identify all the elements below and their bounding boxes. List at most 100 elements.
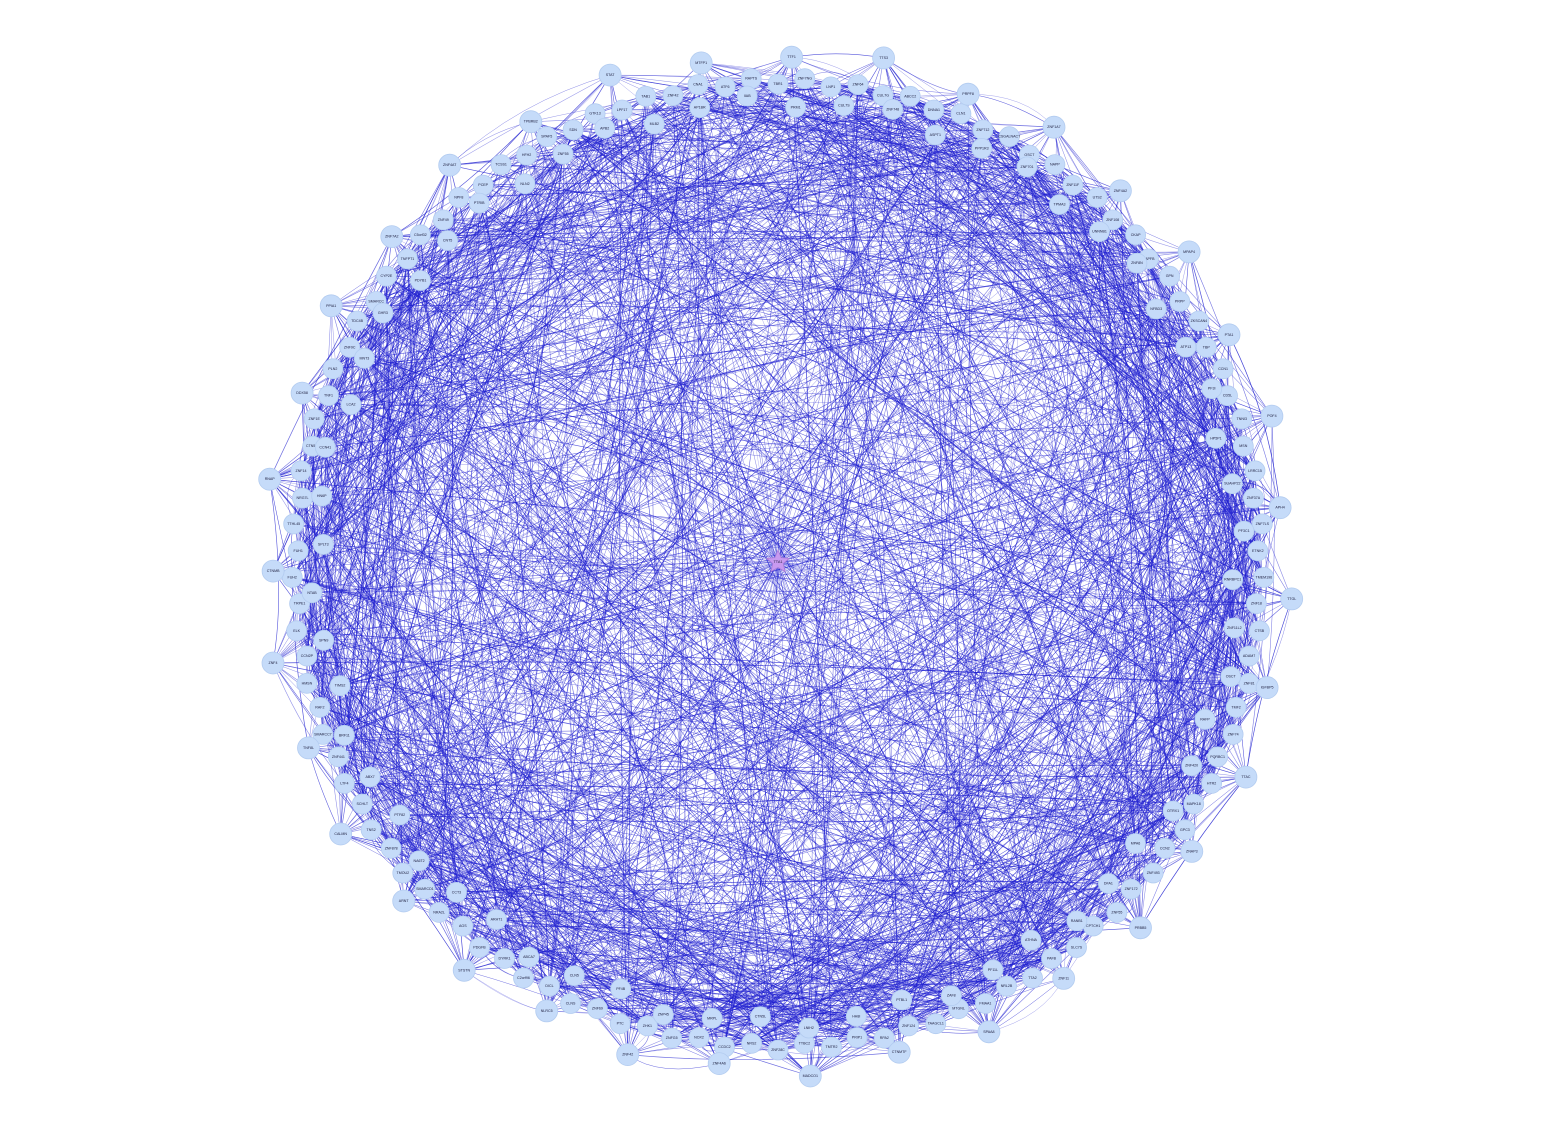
node[interactable]: CKAP [1125,224,1146,246]
node[interactable]: PCEP [472,174,494,196]
node[interactable]: ZNF748 [882,98,904,120]
node[interactable]: LCA2 [340,394,362,416]
node[interactable]: MNT3 [353,347,375,369]
node[interactable]: TNF1 [318,385,339,407]
node[interactable]: TBP [1195,336,1217,358]
node[interactable]: ZNF74 [1222,724,1244,745]
node[interactable]: ZNF42 [616,1043,640,1066]
node[interactable]: RAFP [1194,708,1216,730]
node[interactable]: PAFB [1041,948,1062,969]
node[interactable]: PQRBC1 [1207,746,1228,768]
node[interactable]: HTR2 [1201,773,1222,794]
node[interactable]: MSN [1232,435,1254,457]
node[interactable]: NAPP [1044,154,1066,176]
node[interactable]: DNNA1 [923,99,945,121]
node[interactable]: FMAA1 [975,993,996,1014]
node[interactable]: SCHLT [351,793,373,815]
node[interactable]: CTN5L [750,1006,771,1028]
node[interactable]: NPF8 [448,187,470,208]
node[interactable]: ZNF8N [1126,252,1148,274]
node[interactable]: CNT5 [437,230,459,251]
node[interactable]: NRL2B [996,975,1017,997]
node[interactable]: NRS2 [741,1032,762,1054]
node[interactable]: PRPF8 [956,82,980,106]
node[interactable]: ZNF49 [432,209,454,231]
node[interactable]: AP1BR [689,97,711,119]
node[interactable]: BRF11 [333,724,355,746]
node[interactable]: IIAB [736,85,758,107]
node[interactable]: TMOU2 [392,862,414,884]
node[interactable]: TTHL45 [283,513,305,535]
node[interactable]: CLNS [560,993,581,1014]
node[interactable]: CALMN [329,822,353,846]
node[interactable]: NA6T2 [408,850,430,872]
node[interactable]: TNS2 [360,819,382,841]
node[interactable]: PPP1R3 [971,137,993,159]
node[interactable]: ABX7 [359,766,381,788]
node[interactable]: DYRK1 [494,948,515,969]
node[interactable]: ZNF11 [1052,967,1076,990]
node[interactable]: HFH2 [516,144,537,166]
node[interactable]: GPC3 [1174,819,1196,841]
node[interactable]: ZNF4A6 [707,1052,731,1075]
node[interactable]: NFBD3 [1145,298,1167,320]
node[interactable]: SMARCD1 [414,878,436,900]
node[interactable]: LNIH2 [798,1017,820,1039]
node[interactable]: CCT3 [446,882,467,903]
node[interactable]: NOX2 [688,1027,710,1048]
node[interactable]: RNAP [258,467,282,491]
node[interactable]: ABCA7 [518,946,540,968]
node[interactable]: TNFPT1 [397,248,418,270]
node[interactable]: ZNF7A2 [380,225,404,249]
node[interactable]: TTF1 [780,45,803,69]
node[interactable]: ZNF18 [1246,593,1267,614]
node[interactable]: GHR3 [372,302,394,324]
node[interactable]: ZNF7NG [794,68,816,90]
node[interactable]: PTRIB [468,192,490,214]
node[interactable]: IGFBP5 [1255,676,1279,699]
hub-node[interactable]: TTA1 [765,548,791,573]
node[interactable]: ZNF493 [1142,862,1164,884]
node[interactable]: NRG7L [292,487,313,509]
node[interactable]: ZNF14 [290,460,312,482]
node[interactable]: ZNF124 [898,1015,919,1037]
node[interactable]: MTFP1 [689,51,713,75]
node[interactable]: NTAB [301,582,323,604]
node[interactable]: TTAC [1234,765,1258,789]
node[interactable]: CNA1 [687,74,709,95]
node[interactable]: CTNMB [261,559,285,583]
node[interactable]: PPIA1 [319,294,343,318]
node[interactable]: C5orf32 [409,224,431,246]
node[interactable]: ARNT [392,889,416,913]
node[interactable]: CSGALNACT [998,126,1021,148]
node[interactable]: POF4 [1260,404,1284,428]
node[interactable]: HMSN [296,672,318,694]
node[interactable]: MADCO1 [798,1064,822,1088]
node[interactable]: MAPK18 [1183,793,1205,815]
node[interactable]: NLN2 [514,173,536,195]
node[interactable]: PF3I [1201,378,1223,400]
node[interactable]: ZNF441 [327,746,349,768]
node[interactable]: APH4 [1268,496,1292,520]
node[interactable]: TMEM196 [1253,567,1275,588]
node[interactable]: TMTR2 [821,1036,842,1058]
node[interactable]: PRPP [1169,291,1191,312]
node[interactable]: ZNF1E [303,408,325,430]
node[interactable]: PTA1 [1217,323,1241,347]
node[interactable]: STSTN [452,958,476,982]
node[interactable]: GTK13 [584,103,606,125]
node[interactable]: LTF4 [333,773,355,794]
node[interactable]: CUL7S [833,95,855,117]
node[interactable]: CCN2P [296,645,318,667]
node[interactable]: PTC [609,1013,631,1035]
node[interactable]: DDX58 [290,381,314,405]
node[interactable]: CCN41 [314,436,336,458]
node[interactable]: NLRC5 [535,999,559,1023]
node[interactable]: FUH2 [281,567,303,588]
node[interactable]: OSCT [1220,666,1242,688]
node[interactable]: PF3C1 [1233,520,1255,542]
node[interactable]: TTA2 [1022,967,1043,989]
node[interactable]: SPLT3 [312,534,334,555]
node[interactable]: MPA6 [1125,833,1146,854]
node[interactable]: ZNAP3 [1180,840,1204,863]
